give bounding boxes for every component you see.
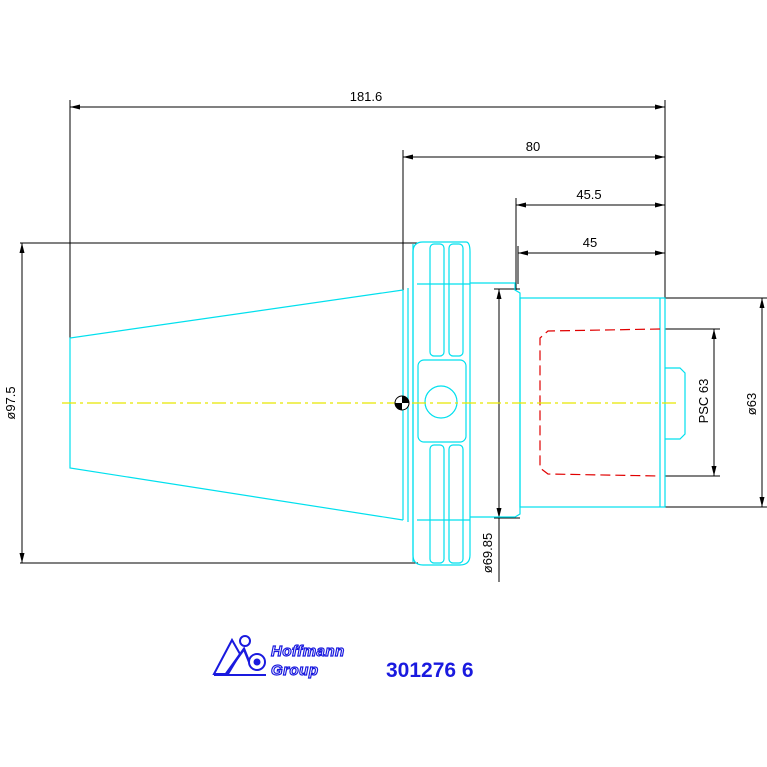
dim-psc-63: PSC 63 — [696, 379, 711, 424]
logo-line-2: Group — [271, 662, 319, 679]
dim-diameter-97-5: ø97.5 — [3, 386, 18, 419]
dim-length-45: 45 — [583, 235, 597, 250]
logo-line-1: Hoffmann — [271, 643, 345, 660]
dim-diameter-69-85: ø69.85 — [480, 533, 495, 573]
hoffmann-group-logo: Hoffmann Group — [212, 635, 345, 680]
part-number: 301276 6 — [386, 659, 474, 682]
dim-length-80: 80 — [526, 139, 540, 154]
dimension-lines — [19, 100, 767, 582]
dim-diameter-63: ø63 — [744, 393, 759, 415]
center-of-gravity-icon — [394, 395, 410, 411]
dim-length-45-5: 45.5 — [576, 187, 601, 202]
dim-total-length: 181.6 — [350, 89, 383, 104]
